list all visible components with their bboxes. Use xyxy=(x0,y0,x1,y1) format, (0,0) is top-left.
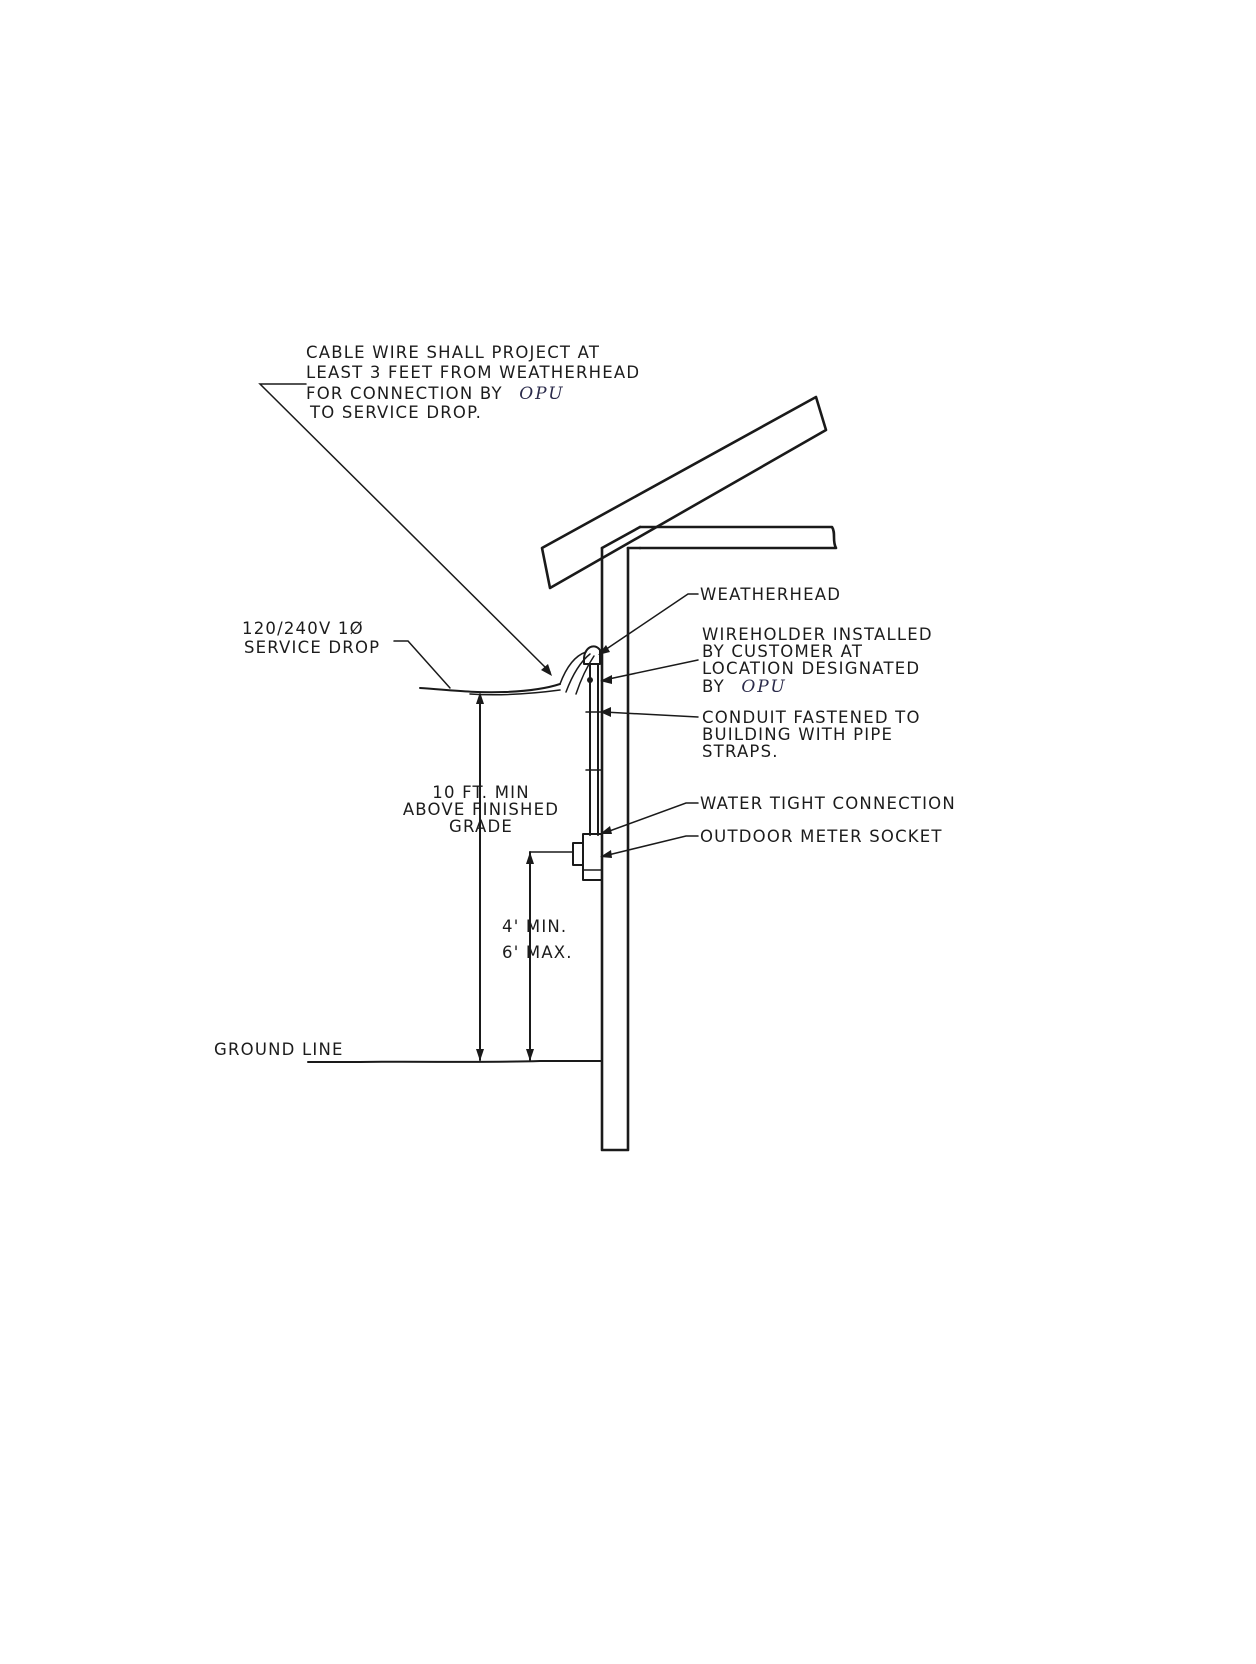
cable-note-line2: LEAST 3 FEET FROM WEATHERHEAD xyxy=(306,363,640,382)
weatherhead-assembly xyxy=(559,645,601,695)
clearance-line3: GRADE xyxy=(449,817,513,836)
water-tight-label: WATER TIGHT CONNECTION xyxy=(700,794,956,813)
building-structure xyxy=(540,395,838,1152)
wall-top-connection xyxy=(600,525,642,550)
conductor-loops xyxy=(559,651,595,695)
conduit-label: CONDUIT FASTENED TO BUILDING WITH PIPE S… xyxy=(702,708,921,761)
meter-height-label: 4' MIN. 6' MAX. xyxy=(502,917,573,962)
conduit xyxy=(585,663,603,836)
weatherhead-label: WEATHERHEAD xyxy=(700,585,841,604)
conduit-line3: STRAPS. xyxy=(702,742,779,761)
wireholder-line3: LOCATION DESIGNATED xyxy=(702,659,920,678)
cable-note-line1: CABLE WIRE SHALL PROJECT AT xyxy=(306,343,600,362)
wireholder-label: WIREHOLDER INSTALLED BY CUSTOMER AT LOCA… xyxy=(702,625,933,697)
cable-note: CABLE WIRE SHALL PROJECT AT LEAST 3 FEET… xyxy=(306,343,640,422)
leader-lines xyxy=(258,383,699,858)
service-drop-label: 120/240V 1Ø SERVICE DROP xyxy=(242,619,380,657)
service-drop-line1: 120/240V 1Ø xyxy=(242,619,364,638)
cable-note-line3-hand: OPU xyxy=(519,384,564,404)
conduit-line2: BUILDING WITH PIPE xyxy=(702,725,893,744)
roof-rafter xyxy=(540,395,828,590)
wireholder-line1: WIREHOLDER INSTALLED xyxy=(702,625,933,644)
weatherhead-icon xyxy=(583,645,601,665)
ceiling-joist xyxy=(638,525,838,550)
wireholder-line4-hand: OPU xyxy=(741,677,786,697)
meter-height-line2: 6' MAX. xyxy=(502,943,573,962)
clearance-line2: ABOVE FINISHED xyxy=(403,800,559,819)
service-drop-wire xyxy=(419,683,561,694)
service-drop-line2: SERVICE DROP xyxy=(244,638,380,657)
wireholder-line4: BY OPU xyxy=(702,677,787,697)
conduit-line1: CONDUIT FASTENED TO xyxy=(702,708,921,727)
ground-line xyxy=(307,1060,603,1063)
service-drop-wire-2 xyxy=(469,689,561,696)
wireholder-line4-prefix: BY xyxy=(702,677,725,696)
meter-socket-icon xyxy=(572,833,603,881)
meter-height-line1: 4' MIN. xyxy=(502,917,567,936)
meter-height-dimension xyxy=(526,851,573,1061)
cable-note-line3: FOR CONNECTION BY OPU xyxy=(306,384,565,404)
wireholder-line2: BY CUSTOMER AT xyxy=(702,642,863,661)
cable-note-line4: TO SERVICE DROP. xyxy=(309,403,482,422)
cable-note-line3-prefix: FOR CONNECTION BY xyxy=(306,384,503,403)
building-wall xyxy=(600,546,630,1152)
clearance-label: 10 FT. MIN ABOVE FINISHED GRADE xyxy=(403,783,559,836)
clearance-line1: 10 FT. MIN xyxy=(432,783,530,802)
meter-socket-label: OUTDOOR METER SOCKET xyxy=(700,827,943,846)
ground-line-label: GROUND LINE xyxy=(214,1040,344,1059)
clearance-dimension xyxy=(476,692,484,1061)
